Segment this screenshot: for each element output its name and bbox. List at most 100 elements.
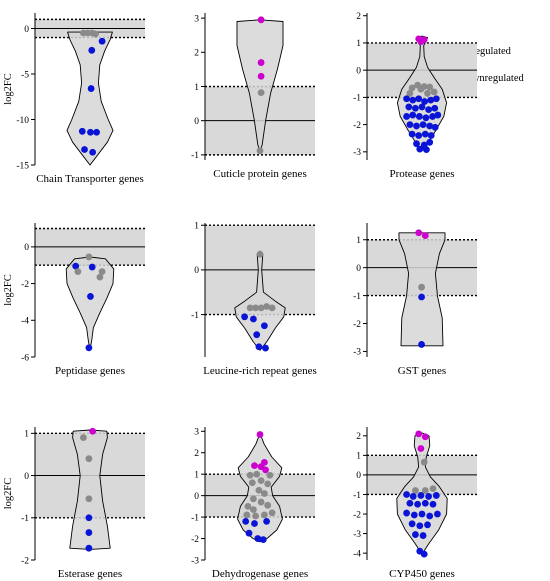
data-point: [252, 304, 259, 312]
y-tick-label: -2: [353, 121, 361, 131]
data-point: [423, 146, 430, 154]
data-point: [257, 59, 265, 66]
y-axis-label: log2FC: [3, 478, 14, 510]
data-point: [408, 520, 416, 528]
data-point: [403, 491, 410, 498]
data-point: [257, 16, 265, 24]
data-point: [244, 502, 252, 510]
data-point: [87, 293, 94, 300]
data-point: [421, 98, 429, 105]
data-point: [243, 511, 251, 519]
data-point: [241, 313, 249, 321]
y-tick-label: 3: [194, 428, 199, 438]
y-tick-label: -4: [21, 317, 29, 327]
data-point: [80, 434, 87, 441]
x-axis-label: CYP450 genes: [389, 568, 455, 580]
data-point: [263, 517, 270, 525]
y-tick-label: -3: [353, 530, 361, 540]
data-point: [87, 85, 95, 92]
data-point: [426, 138, 434, 146]
data-point: [406, 499, 414, 507]
y-tick-label: -10: [16, 116, 29, 126]
data-point: [257, 89, 265, 97]
data-point: [426, 512, 434, 520]
data-point: [250, 506, 257, 513]
y-axis-label: log2FC: [3, 73, 14, 105]
data-point: [98, 268, 106, 276]
data-point: [416, 145, 424, 153]
data-point: [253, 331, 261, 339]
data-point: [264, 480, 272, 488]
y-tick-label: -5: [21, 70, 29, 80]
y-tick-label: -6: [21, 353, 29, 363]
data-point: [429, 500, 437, 508]
x-axis-label: Protease genes: [389, 168, 454, 180]
y-tick-label: 2: [194, 49, 199, 59]
legend-label-downregulated: Downregulated: [459, 73, 524, 84]
data-point: [408, 84, 416, 92]
data-point: [81, 146, 88, 153]
y-axis-label: log2FC: [3, 274, 14, 306]
data-point: [261, 511, 268, 519]
data-point: [246, 471, 254, 479]
data-point: [413, 122, 420, 130]
data-point: [417, 445, 425, 452]
data-point: [85, 529, 93, 536]
data-point: [416, 522, 424, 530]
data-point: [427, 132, 435, 139]
data-point: [419, 121, 427, 129]
data-point: [421, 487, 429, 494]
data-point: [85, 544, 93, 552]
x-axis-label: Leucine-rich repeat genes: [203, 365, 317, 377]
data-point: [253, 470, 261, 478]
y-tick-label: 1: [194, 470, 199, 480]
data-point: [262, 344, 269, 352]
y-tick-label: 0: [356, 471, 361, 481]
y-tick-label: 2: [356, 432, 361, 442]
data-point: [421, 232, 429, 239]
y-tick-label: -1: [21, 514, 29, 524]
y-tick-label: -1: [353, 292, 361, 302]
data-point: [92, 30, 99, 38]
data-point: [418, 103, 426, 111]
data-point: [431, 123, 439, 131]
y-tick-label: -4: [353, 549, 361, 559]
data-point: [251, 462, 258, 470]
data-point: [255, 343, 263, 351]
y-tick-label: -2: [353, 510, 361, 520]
data-point: [415, 95, 423, 103]
data-point: [412, 487, 419, 494]
data-point: [261, 490, 268, 497]
data-point: [72, 262, 80, 270]
data-point: [424, 89, 431, 97]
y-tick-label: -3: [353, 148, 361, 158]
y-tick-label: -1: [353, 491, 361, 501]
y-tick-label: -1: [191, 151, 199, 161]
y-tick-label: -2: [191, 535, 199, 545]
x-axis-label: Dehydrogenase genes: [212, 568, 308, 580]
data-point: [408, 130, 416, 138]
data-point: [426, 122, 434, 130]
data-point: [254, 535, 262, 542]
data-point: [268, 304, 276, 312]
y-tick-label: 3: [194, 14, 199, 24]
data-point: [429, 113, 436, 120]
data-point: [421, 130, 429, 138]
data-point: [413, 140, 420, 148]
data-point: [420, 550, 428, 558]
data-point: [257, 477, 265, 485]
data-point: [417, 85, 425, 93]
data-point: [427, 96, 435, 104]
data-point: [426, 83, 434, 91]
data-point: [429, 485, 437, 493]
data-point: [245, 529, 253, 537]
y-tick-label: 1: [24, 430, 29, 440]
data-point: [403, 113, 410, 120]
data-point: [264, 501, 272, 509]
x-axis-label: Peptidase genes: [55, 365, 125, 377]
